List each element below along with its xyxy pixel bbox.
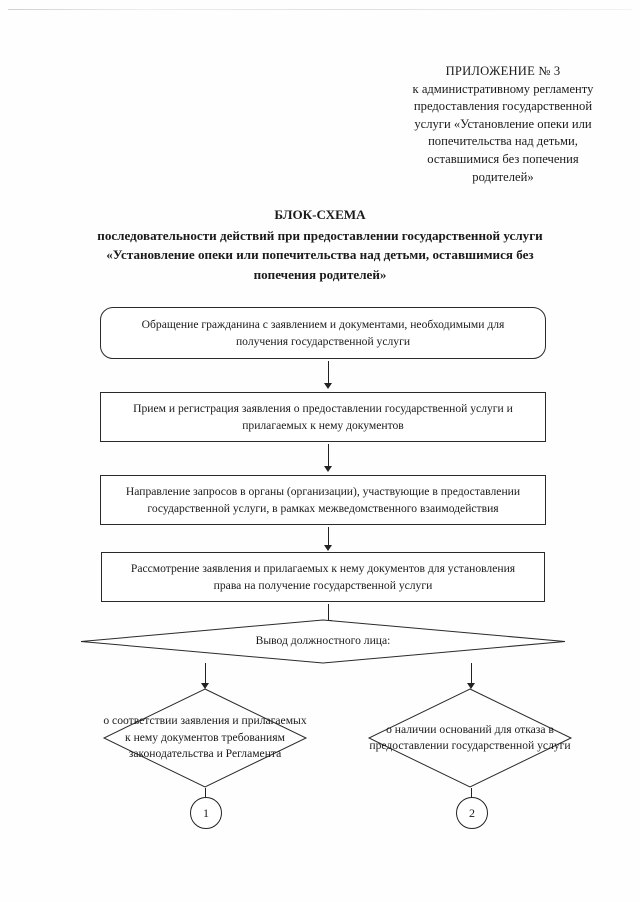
title-line-2: «Установление опеки или попечительства н… [106, 247, 534, 262]
flow-arrow-2 [323, 444, 333, 472]
appendix-header-line-3: предоставления государственной [413, 99, 593, 114]
diamond-shape-compliance [102, 688, 308, 788]
scan-artifact-line [8, 9, 632, 10]
appendix-header-line-6: оставшимися без попечения [427, 151, 579, 166]
appendix-number: ПРИЛОЖЕНИЕ № 3 [445, 64, 561, 78]
title-main: БЛОК-СХЕМА [274, 207, 366, 222]
flow-node-review-label: Рассмотрение заявления и прилагаемых к н… [130, 562, 516, 592]
appendix-header-line-7: родителей» [472, 169, 534, 184]
flow-arrow-branch-left [200, 663, 210, 689]
flow-connector-1-label: 1 [203, 805, 209, 820]
flow-node-application-label: Обращение гражданина с заявлением и доку… [141, 318, 505, 348]
flow-node-requests: Направление запросов в органы (организац… [100, 475, 546, 525]
diamond-shape-refusal [367, 688, 573, 788]
appendix-header: ПРИЛОЖЕНИЕ № 3 к административному регла… [388, 63, 618, 186]
diamond-shape-conclusion [80, 619, 566, 664]
flow-connector-2-label: 2 [469, 805, 475, 820]
appendix-header-line-4: услуги «Установление опеки или [414, 116, 592, 131]
flow-node-registration-label: Прием и регистрация заявления о предоста… [133, 402, 513, 432]
appendix-header-line-5: попечительства над детьми, [428, 134, 578, 149]
title-line-1: последовательности действий при предоста… [97, 227, 543, 243]
flow-node-requests-label: Направление запросов в органы (организац… [125, 485, 521, 515]
flow-node-refusal: о наличии оснований для отказа в предост… [367, 688, 573, 788]
flow-node-compliance: о соответствии заявления и прилагаемых к… [102, 688, 308, 788]
appendix-header-line-2: к административному регламенту [412, 81, 594, 96]
document-title: БЛОК-СХЕМА последовательности действий п… [62, 205, 578, 284]
flow-node-conclusion: Вывод должностного лица: [80, 619, 566, 664]
flow-node-registration: Прием и регистрация заявления о предоста… [100, 392, 546, 442]
flow-arrow-branch-right [466, 663, 476, 689]
flow-arrow-3 [323, 527, 333, 551]
flow-connector-1: 1 [190, 797, 222, 829]
flow-arrow-1 [323, 361, 333, 389]
flow-node-review: Рассмотрение заявления и прилагаемых к н… [101, 552, 545, 602]
flow-connector-2: 2 [456, 797, 488, 829]
flow-node-application: Обращение гражданина с заявлением и доку… [100, 307, 546, 359]
title-line-3: попечения родителей» [253, 266, 387, 282]
